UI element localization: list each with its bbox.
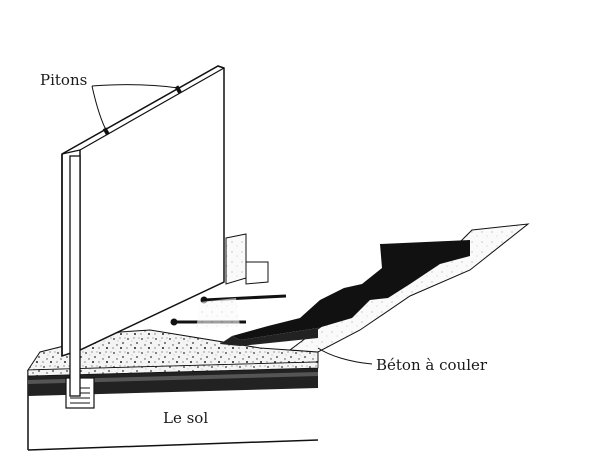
leader-lines bbox=[91, 84, 373, 365]
stepped-form bbox=[220, 240, 470, 346]
label-beton: Béton à couler bbox=[376, 356, 488, 374]
post bbox=[69, 155, 81, 397]
small-block bbox=[225, 233, 269, 285]
label-pitons: Pitons bbox=[40, 71, 87, 89]
anchor-rods bbox=[170, 294, 287, 330]
label-sol: Le sol bbox=[163, 409, 208, 427]
dark-layer-band bbox=[28, 368, 318, 396]
